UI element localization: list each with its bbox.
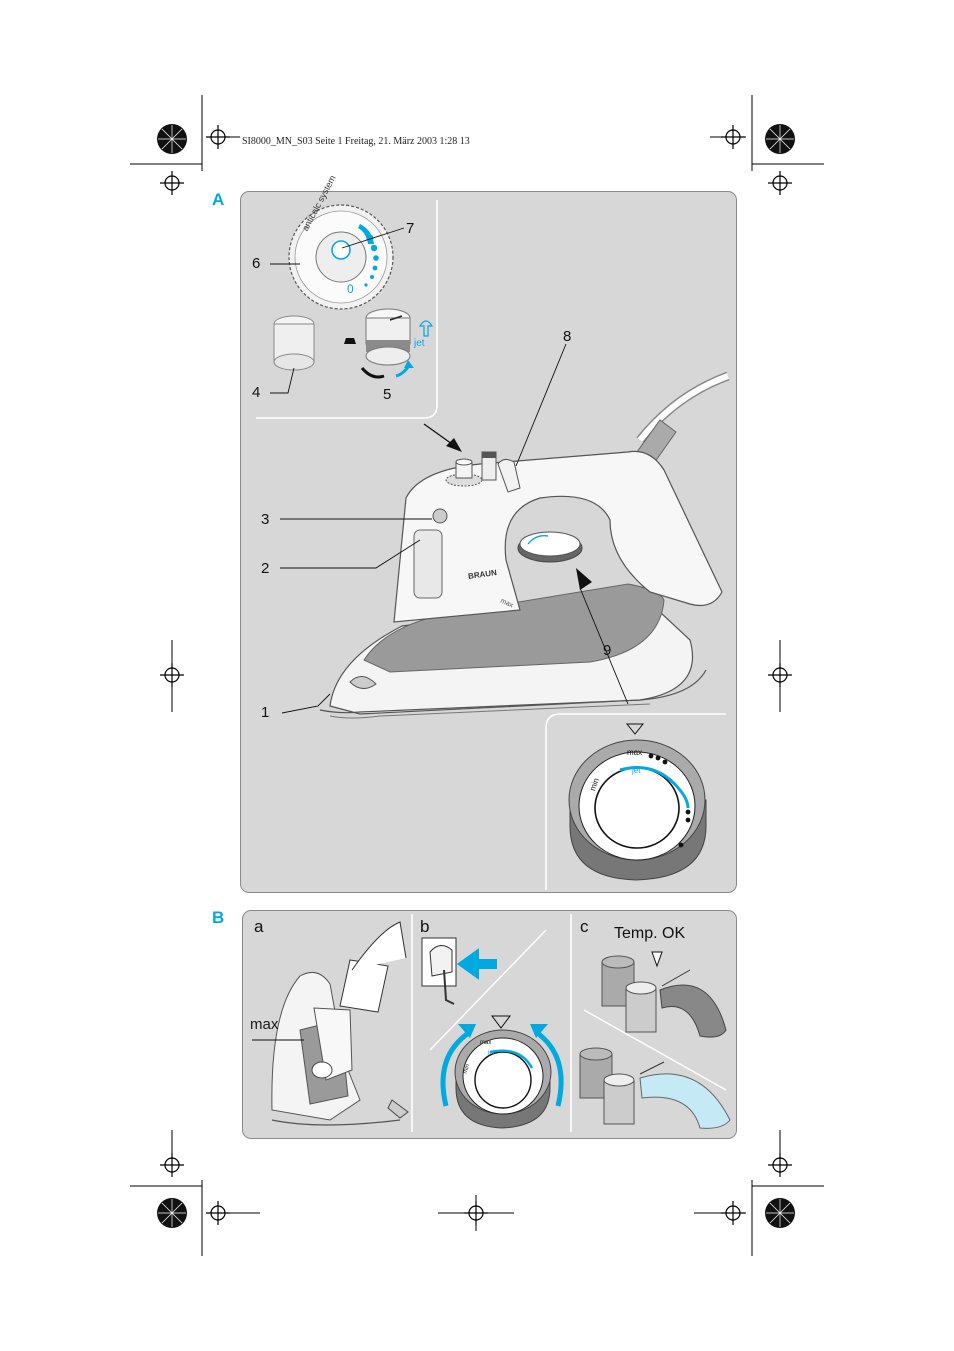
step-a-letter: a bbox=[254, 917, 264, 936]
temperature-dial-small bbox=[440, 1015, 564, 1129]
step-b-letter: b bbox=[420, 917, 430, 936]
callout-4: 4 bbox=[252, 384, 261, 401]
dial-zero-label: 0 bbox=[347, 282, 354, 296]
shot-button bbox=[344, 308, 434, 379]
step-b-dial-max: max bbox=[480, 1040, 492, 1046]
step-c-letter: c bbox=[580, 917, 589, 936]
callout-8: 8 bbox=[563, 328, 572, 345]
step-a-max-label: max bbox=[250, 1016, 279, 1033]
temp-dial-max: max bbox=[627, 748, 643, 757]
callout-7: 7 bbox=[406, 220, 415, 237]
callout-5: 5 bbox=[383, 386, 392, 403]
jet-label: jet bbox=[414, 338, 425, 349]
water-control-knob bbox=[273, 315, 315, 371]
anticalc-dial bbox=[288, 204, 394, 310]
callout-9: 9 bbox=[603, 642, 612, 659]
callout-1: 1 bbox=[261, 704, 270, 721]
callout-6: 6 bbox=[252, 255, 261, 272]
file-info-header: SI8000_MN_S03 Seite 1 Freitag, 21. März … bbox=[242, 136, 470, 147]
section-b-letter: B bbox=[212, 908, 225, 927]
temperature-dial-large bbox=[568, 723, 707, 881]
plug-in-illustration bbox=[421, 929, 547, 1051]
callout-3: 3 bbox=[261, 511, 270, 528]
section-a-letter: A bbox=[212, 190, 225, 209]
steam-iron bbox=[319, 450, 723, 719]
step-b-dial-jet: jet bbox=[488, 1050, 495, 1056]
filling-water-illustration bbox=[252, 921, 409, 1126]
callout-2: 2 bbox=[261, 560, 270, 577]
temp-dial-jet: jet bbox=[632, 766, 641, 775]
temp-ok-illustration bbox=[579, 951, 731, 1129]
temp-ok-label: Temp. OK bbox=[614, 925, 686, 942]
